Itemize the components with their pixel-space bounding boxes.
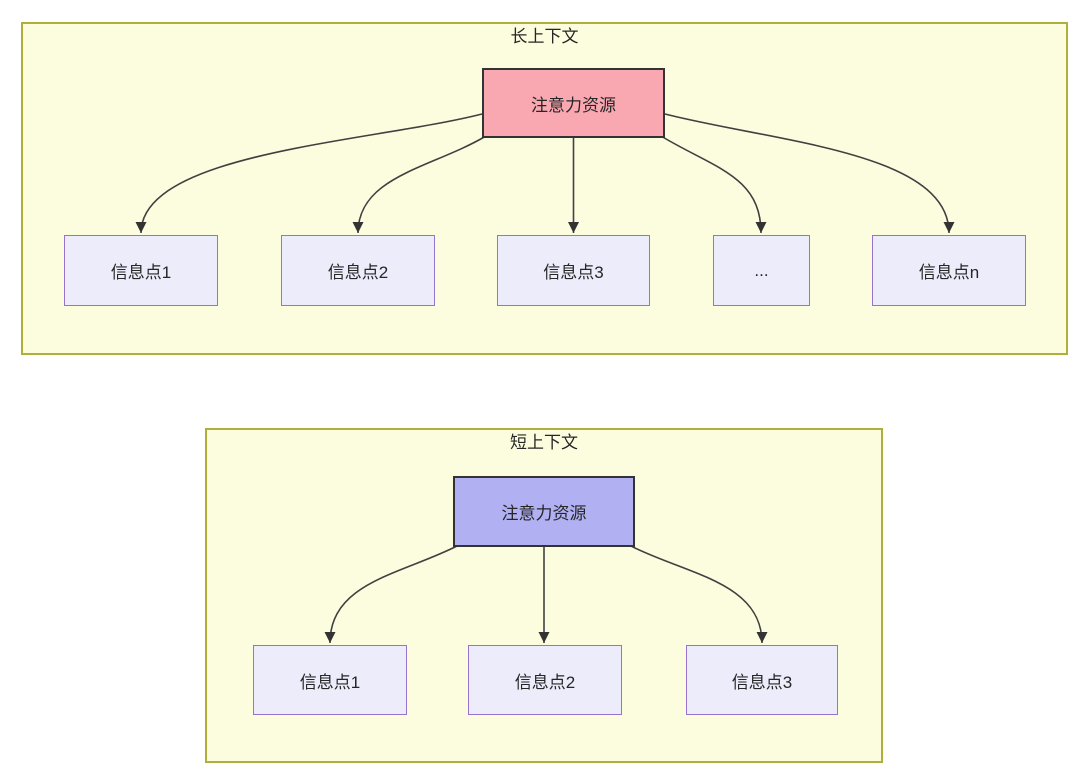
- long-child-node-1: 信息点1: [64, 235, 218, 306]
- short-root-node: 注意力资源: [453, 476, 635, 547]
- long-context-title: 长上下文: [510, 27, 579, 46]
- short-child-node-2: 信息点2: [468, 645, 622, 715]
- long-child-node-n: 信息点n: [872, 235, 1026, 306]
- edge-long-root-to-point2: [352, 135, 487, 234]
- long-child-node-2: 信息点2: [281, 235, 435, 306]
- edge-short-root-to-point1: [324, 545, 458, 644]
- edge-long-root-to-pointn: [664, 113, 955, 234]
- edge-long-root-to-point1: [135, 113, 483, 234]
- edge-short-root-to-point3: [630, 545, 768, 644]
- long-child-node-ellipsis: ...: [713, 235, 810, 306]
- short-context-title: 短上下文: [510, 433, 578, 452]
- short-child-node-3: 信息点3: [686, 645, 838, 715]
- long-root-node: 注意力资源: [482, 68, 665, 138]
- long-child-node-3: 信息点3: [497, 235, 650, 306]
- short-child-node-1: 信息点1: [253, 645, 407, 715]
- edge-long-root-to-ellipsis: [660, 135, 767, 234]
